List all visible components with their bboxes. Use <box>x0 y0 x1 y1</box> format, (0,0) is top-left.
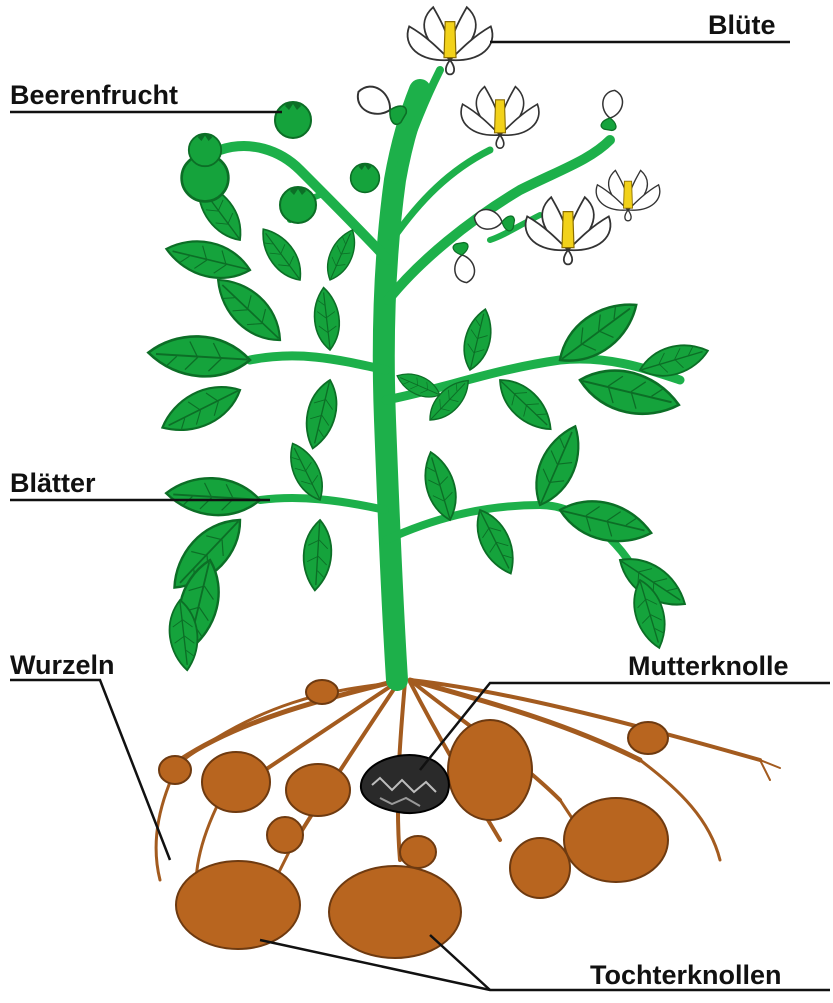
tuber <box>448 720 532 820</box>
tuber <box>400 836 436 868</box>
tuber <box>159 756 191 784</box>
tuber <box>267 817 303 853</box>
label-blaetter: Blätter <box>10 470 96 497</box>
tuber <box>510 838 570 898</box>
label-mutterknolle: Mutterknolle <box>628 653 789 680</box>
mother-tuber <box>361 755 449 813</box>
tuber <box>628 722 668 754</box>
tuber <box>564 798 668 882</box>
label-tochterknollen: Tochterknollen <box>590 962 782 989</box>
leaves <box>146 174 711 670</box>
leader-wurzeln <box>10 680 170 860</box>
leader-tochterknollen-2 <box>430 935 490 990</box>
tuber <box>286 764 350 816</box>
daughter-tubers <box>159 680 668 958</box>
tuber <box>176 861 300 949</box>
label-bluete: Blüte <box>708 12 776 39</box>
tuber <box>306 680 338 704</box>
tuber <box>202 752 270 812</box>
label-wurzeln: Wurzeln <box>10 652 115 679</box>
label-beerenfrucht: Beerenfrucht <box>10 82 178 109</box>
